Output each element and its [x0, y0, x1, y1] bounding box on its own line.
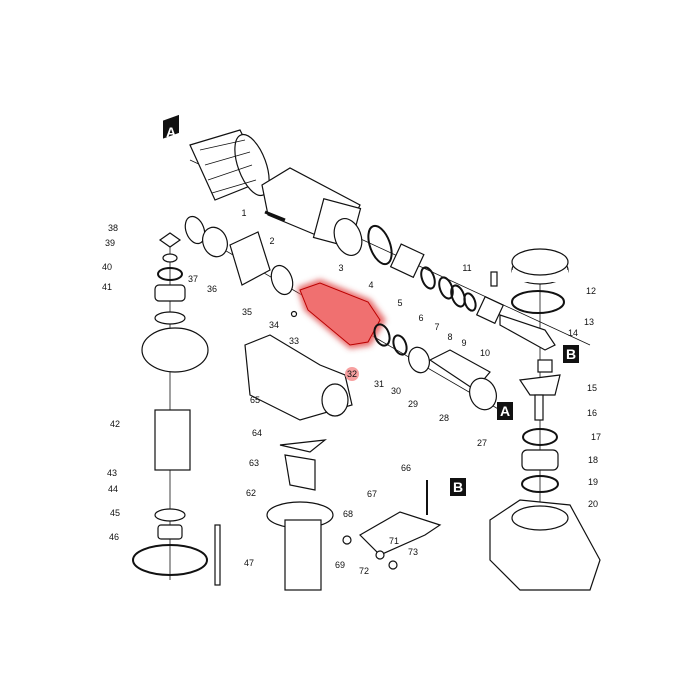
part-label: 29 — [408, 399, 418, 409]
part-label: 12 — [586, 286, 596, 296]
part-label: 9 — [461, 338, 466, 348]
part-label: 33 — [289, 336, 299, 346]
part-label: 41 — [102, 282, 112, 292]
part-label: 43 — [107, 468, 117, 478]
part-label: 13 — [584, 317, 594, 327]
part-label: 37 — [188, 274, 198, 284]
part-label: 30 — [391, 386, 401, 396]
part-label: 45 — [110, 508, 120, 518]
part-label: 40 — [102, 262, 112, 272]
part-label: 4 — [368, 280, 373, 290]
svg-text:B: B — [566, 346, 576, 362]
part-label: 39 — [105, 238, 115, 248]
part-32-highlighted — [290, 279, 386, 349]
part-label: 17 — [591, 432, 601, 442]
part-labels: 1 2 3 4 5 6 7 8 9 10 11 12 13 14 15 16 1… — [102, 208, 601, 576]
part-label: 3 — [338, 263, 343, 273]
part-label: 20 — [588, 499, 598, 509]
svg-text:B: B — [453, 479, 463, 495]
part-label: 1 — [241, 208, 246, 218]
part-label: 62 — [246, 488, 256, 498]
part-label: 7 — [434, 322, 439, 332]
parts-14-20 — [499, 314, 561, 493]
part-label: 63 — [249, 458, 259, 468]
part-label: 72 — [359, 566, 369, 576]
part-label: 36 — [207, 284, 217, 294]
part-label: 42 — [110, 419, 120, 429]
part-label: 11 — [462, 263, 471, 273]
parts-5-10 — [389, 243, 505, 325]
part-label: 2 — [269, 236, 274, 246]
parts-62-64-handle — [266, 439, 334, 591]
part-33-ball — [290, 310, 298, 318]
part-label: 68 — [343, 509, 353, 519]
part-2-screw — [264, 210, 286, 222]
part-label-highlighted: 32 — [347, 369, 357, 379]
part-label: 5 — [397, 298, 402, 308]
marker-a-bottom: A — [497, 402, 513, 420]
parts-38-46-motor — [132, 232, 221, 586]
part-label: 28 — [439, 413, 449, 423]
part-label: 73 — [408, 547, 418, 557]
part-1-cage — [189, 129, 270, 201]
highlight-marker — [345, 367, 359, 381]
part-label: 69 — [335, 560, 345, 570]
part-4-oring — [367, 224, 393, 266]
part-label: 47 — [244, 558, 254, 568]
part-label: 6 — [418, 313, 423, 323]
part-label: 16 — [587, 408, 597, 418]
parts-34-37 — [184, 215, 294, 296]
marker-b-left: B — [450, 478, 466, 496]
marker-b-right: B — [563, 345, 579, 363]
part-label: 35 — [242, 307, 252, 317]
part-label: 15 — [587, 383, 597, 393]
part-65-housing — [244, 334, 353, 421]
part-label: 18 — [588, 455, 598, 465]
part-label: 14 — [568, 328, 578, 338]
part-label: 66 — [401, 463, 411, 473]
svg-text:A: A — [166, 124, 176, 140]
part-3-barrel — [261, 167, 363, 256]
part-label: 8 — [447, 332, 452, 342]
part-label: 27 — [477, 438, 487, 448]
part-13-oring — [511, 290, 565, 314]
parts-66-73-bracket — [342, 480, 442, 570]
part-label: 64 — [252, 428, 262, 438]
part-label: 67 — [367, 489, 377, 499]
parts-27-31 — [373, 323, 497, 411]
part-label: 71 — [389, 536, 399, 546]
part-b-housing — [489, 499, 601, 591]
part-label: 31 — [374, 379, 384, 389]
part-12-cap — [511, 248, 569, 314]
part-label: 34 — [269, 320, 279, 330]
marker-a-top: A — [163, 114, 179, 140]
part-label: 10 — [480, 348, 490, 358]
part-label: 19 — [588, 477, 598, 487]
part-label: 44 — [108, 484, 118, 494]
part-label: 38 — [108, 223, 118, 233]
part-label: 65 — [250, 395, 260, 405]
part-label: 46 — [109, 532, 119, 542]
svg-text:A: A — [500, 403, 510, 419]
